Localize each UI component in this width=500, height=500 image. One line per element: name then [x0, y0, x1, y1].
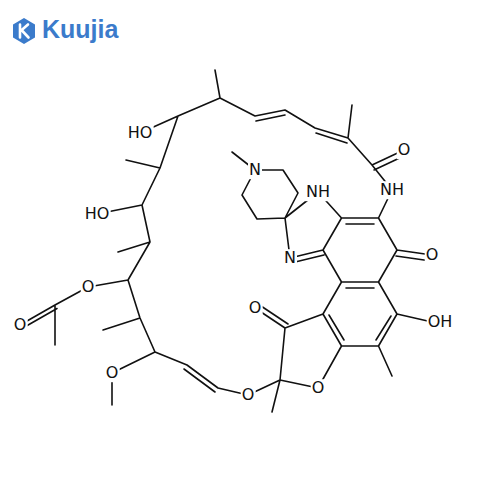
atom-label: O: [81, 278, 96, 296]
watermark-text: Kuujia: [42, 16, 118, 44]
atom-label: N: [283, 249, 297, 267]
atom-label: O: [248, 299, 263, 317]
atom-label: HO: [127, 124, 154, 142]
atom-label: N: [248, 161, 262, 179]
atom-label: HO: [84, 205, 111, 223]
logo-hexagon: [13, 18, 35, 44]
atom-label: O: [311, 379, 326, 397]
brand-logo: [13, 18, 35, 44]
atom-label: O: [105, 364, 120, 382]
atom-label: OH: [427, 313, 454, 331]
atom-label: O: [425, 246, 440, 264]
molecule-bonds: [20, 70, 432, 412]
atom-label: O: [397, 141, 412, 159]
atom-label: NH: [379, 181, 405, 199]
logo-mark: [20, 25, 29, 38]
atom-label: O: [241, 386, 256, 404]
atom-label: O: [13, 316, 28, 334]
atom-label: NH: [305, 183, 331, 201]
